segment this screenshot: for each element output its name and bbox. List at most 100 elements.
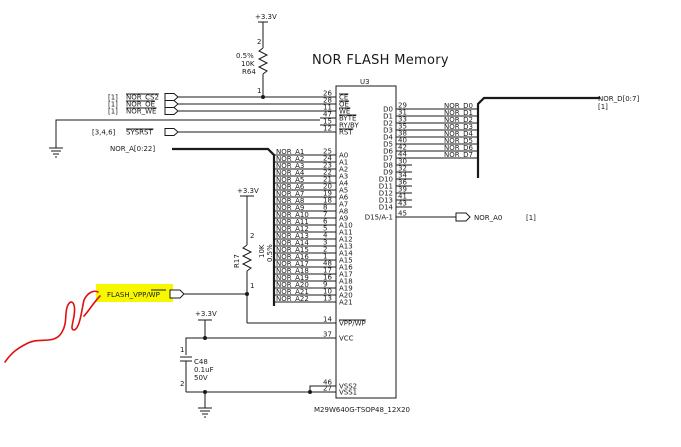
address-net-label: NOR_A18 [276, 267, 309, 275]
pin-number: 3 [323, 239, 327, 247]
power-cap-label: +3.3V [195, 310, 217, 318]
pin-name: D1 [383, 113, 393, 121]
address-net-label: NOR_A20 [276, 281, 309, 289]
pin-name: WE [339, 108, 350, 116]
pin-number: 12 [323, 125, 332, 133]
pin-name: D15/A-1 [365, 214, 393, 222]
pin-name: A18 [339, 278, 353, 286]
pin-name: A4 [339, 180, 349, 188]
pin-number: 21 [323, 176, 332, 184]
address-net: NOR_A12 [274, 225, 320, 233]
control-net-name: NOR_WE [126, 108, 156, 116]
pin-name: A14 [339, 250, 353, 258]
address-net: NOR_A14 [274, 239, 320, 247]
pin-name: A19 [339, 285, 353, 293]
pin-number: 9 [323, 281, 327, 289]
address-net: NOR_A13 [274, 232, 320, 240]
pin-number: 31 [398, 109, 407, 117]
pin-name: A15 [339, 257, 353, 265]
pin-number: 1 [323, 253, 327, 261]
address-net-label: NOR_A15 [276, 246, 309, 254]
pin-name: VCC [339, 335, 354, 343]
address-net: NOR_A5 [274, 176, 320, 184]
address-net: NOR_A9 [274, 204, 320, 212]
control-net-tag: [1] [108, 108, 118, 116]
pin-number: 30 [398, 158, 407, 166]
address-net: NOR_A15 [274, 246, 320, 254]
pin-number: 38 [398, 130, 407, 138]
pin-name: D7 [383, 155, 393, 163]
pin-number: 32 [398, 165, 407, 173]
address-net: NOR_A6 [274, 183, 320, 191]
address-net-label: NOR_A2 [276, 155, 304, 163]
c48-pin1: 1 [180, 346, 184, 354]
pin-number: 13 [323, 295, 332, 303]
data-net-label: NOR_D3 [444, 123, 473, 131]
address-net-label: NOR_A12 [276, 225, 309, 233]
data-net: NOR_D5 [412, 137, 478, 145]
c48-voltage: 50V [194, 374, 208, 382]
data-net: NOR_D1 [412, 109, 478, 117]
pin-number: 36 [398, 179, 407, 187]
flash-vpp-highlight [96, 284, 173, 302]
r64-value: 10K [241, 60, 255, 68]
nor-a0-net: NOR_A0 [474, 214, 502, 222]
r17-ref: R17 [233, 254, 241, 268]
address-net-label: NOR_A11 [276, 218, 309, 226]
r17-pin1: 1 [250, 282, 254, 290]
pin-number: 29 [398, 102, 407, 110]
pin-name: VSS2 [339, 383, 357, 391]
pin-name: RST [339, 129, 353, 137]
c48-value: 0.1uF [194, 366, 214, 374]
address-net-label: NOR_A3 [276, 162, 304, 170]
power-top-group: +3.3V 2 0.5% 10K R64 1 [236, 13, 277, 99]
data-net: NOR_D7 [412, 151, 478, 159]
pin-number: 27 [323, 385, 332, 393]
pin-name: A9 [339, 215, 348, 223]
data-net-list: NOR_D0NOR_D1NOR_D2NOR_D3NOR_D4NOR_D5NOR_… [412, 102, 478, 159]
address-net-label: NOR_A4 [276, 169, 305, 177]
address-net: NOR_A4 [274, 169, 320, 177]
address-net: NOR_A21 [274, 288, 320, 296]
data-net-label: NOR_D2 [444, 116, 473, 124]
address-net-label: NOR_A17 [276, 260, 309, 268]
address-net-label: NOR_A7 [276, 190, 304, 198]
pin-number: 35 [398, 123, 407, 131]
data-net: NOR_D2 [412, 116, 478, 124]
data-net: NOR_D4 [412, 130, 478, 138]
address-net: NOR_A7 [274, 190, 320, 198]
r64-ref: R64 [242, 68, 256, 76]
pin-name: A5 [339, 187, 348, 195]
pin-number: 5 [323, 225, 327, 233]
chip-refdes: U3 [360, 78, 370, 86]
data-net: NOR_D3 [412, 123, 478, 131]
address-net: NOR_A10 [274, 211, 320, 219]
address-net-label: NOR_A21 [276, 288, 309, 296]
power-mid-group: +3.3V 2 R17 10K 0.5% 1 [233, 187, 320, 324]
pin-name: A11 [339, 229, 353, 237]
c48-pin2: 2 [180, 380, 184, 388]
pin-number: 41 [398, 193, 407, 201]
